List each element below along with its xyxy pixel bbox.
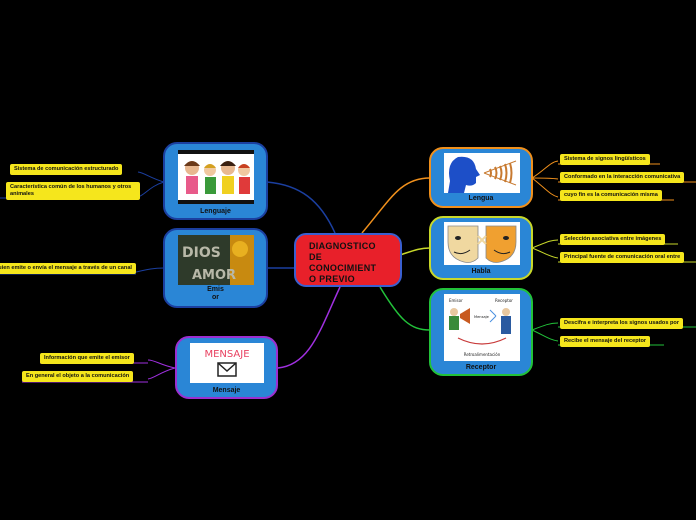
topic-habla-label: Habla [471,268,491,275]
speaking-head-image [444,153,520,193]
emisor-label-line-2: or [212,294,219,301]
leaf-habla-1[interactable]: Selección asociativa entre imágenes [560,234,666,245]
image-receptor-text: Receptor [495,298,513,303]
topic-lenguaje[interactable]: Lenguaje [163,142,268,220]
topic-emisor[interactable]: DIOS AMOR Emis or [163,228,268,308]
emisor-label-line-1: Emis [207,286,224,293]
leaf-lengua-1[interactable]: Sistema de signos lingüísticos [560,154,650,165]
central-topic[interactable]: DIAGNOSTICO DE CONOCIMIENT O PREVIO [294,233,402,287]
children-talking-image [178,150,254,204]
topic-mensaje-label: Mensaje [212,387,241,394]
central-line-3: CONOCIMIENT [309,263,377,273]
communication-diagram-image: Emisor Receptor Mensaje Retroalimentació… [444,294,520,361]
leaf-lenguaje-2[interactable]: Característica común de los humanos y ot… [6,182,140,200]
topic-emisor-label: Emis or [165,286,266,302]
topic-receptor[interactable]: Emisor Receptor Mensaje Retroalimentació… [429,288,533,376]
topic-lengua-label: Lengua [468,195,494,202]
central-line-1: DIAGNOSTICO [309,241,376,251]
central-line-2: DE [309,252,323,262]
topic-receptor-label: Receptor [465,364,497,371]
amor-text: AMOR [192,268,236,283]
topic-lengua[interactable]: Lengua [429,147,533,208]
dios-text: DIOS [182,245,221,261]
leaf-lengua-3[interactable]: cuyo fin es la comunicación misma [560,190,662,201]
leaf-lengua-2[interactable]: Conformado en la interacción comunicativ… [560,172,685,183]
mensaje-image-text: MENSAJE [204,349,249,360]
topic-habla[interactable]: Habla [429,216,533,280]
image-emisor-text: Emisor [449,298,463,303]
two-faces-talking-image [444,222,520,265]
leaf-receptor-2[interactable]: Recibe el mensaje del receptor [560,336,651,347]
central-line-4: O PREVIO [309,274,355,284]
leaf-mensaje-1[interactable]: Información que emite el emisor [40,353,134,364]
envelope-image: MENSAJE [190,343,264,383]
topic-mensaje[interactable]: MENSAJE Mensaje [175,336,278,399]
leaf-lenguaje-1[interactable]: Sistema de comunicación estructurado [10,164,123,175]
leaf-receptor-1[interactable]: Descifra e interpreta los signos usados … [560,318,684,329]
image-mensaje-text: Mensaje [474,315,490,319]
dios-amor-image: DIOS AMOR [178,235,254,285]
leaf-mensaje-2[interactable]: En general el objeto a la comunicación [22,371,134,382]
image-retro-text: Retroalimentación [464,352,501,357]
leaf-habla-2[interactable]: Principal fuente de comunicación oral en… [560,252,685,263]
leaf-emisor-1[interactable]: Es quien emite o envía el mensaje a trav… [0,263,136,274]
topic-lenguaje-label: Lenguaje [200,208,231,215]
